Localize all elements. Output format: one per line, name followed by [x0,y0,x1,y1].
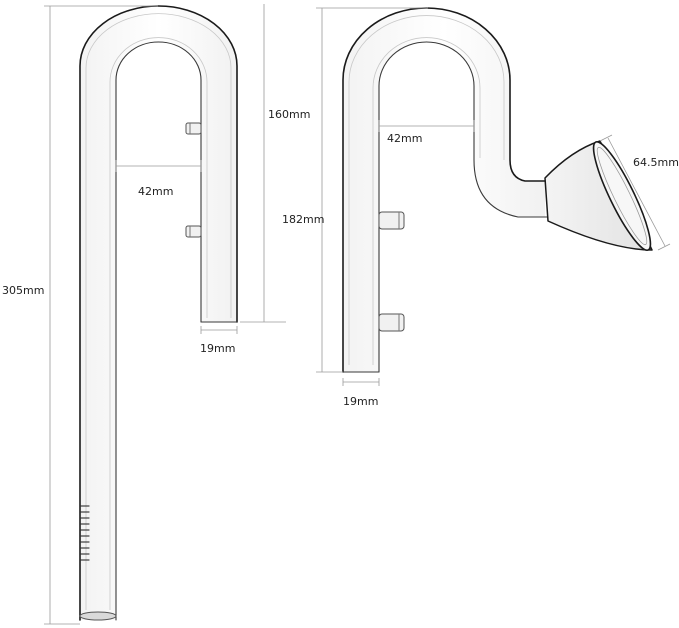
inflow-diameter-label: 19mm [200,342,235,355]
inflow-height-label: 305mm [2,284,44,297]
inflow-pipe [79,5,238,621]
suction-cup-mount-icon [378,211,405,230]
suction-cup-mount-icon [378,313,405,332]
outflow-nozzle-rim [592,141,652,251]
outflow-inner-wall [378,41,549,373]
outflow-diameter-label: 19mm [343,395,378,408]
outflow-nozzle-label: 64.5mm [633,156,679,169]
outflow-outer-wall [342,7,549,373]
inflow-drop-label: 160mm [268,108,310,121]
outflow-dimensions [316,7,671,386]
inflow-inner-wall [115,41,202,621]
inflow-dimensions [44,4,286,625]
outflow-pipe [342,7,653,373]
suction-cup-mount-icon [185,122,202,135]
suction-cup-mount-icon [185,225,202,238]
outflow-height-label: 182mm [282,213,324,226]
inflow-outer-wall [79,5,238,621]
inflow-width-label: 42mm [138,185,173,198]
outflow-width-label: 42mm [387,132,422,145]
inflow-intake-opening [79,611,117,621]
intake-slots [80,505,90,561]
